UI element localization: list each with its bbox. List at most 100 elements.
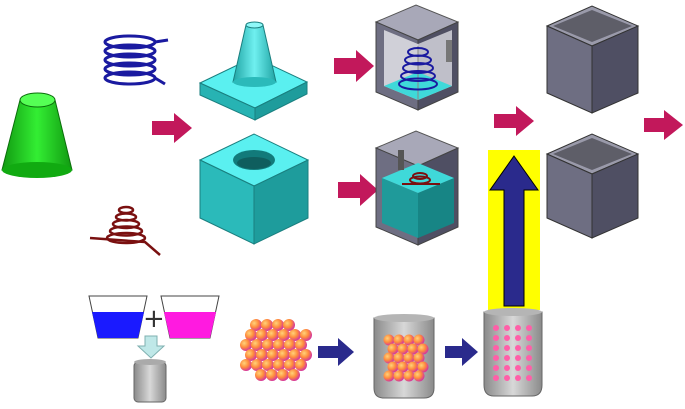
sphere: [240, 339, 252, 351]
small-canister-icon: [133, 359, 167, 403]
sphere: [387, 343, 399, 355]
dot: [504, 345, 510, 351]
gray-cube-container-bottom-icon: [545, 133, 640, 239]
red-arrow-1: [152, 113, 192, 143]
dot: [504, 355, 510, 361]
sphere: [403, 352, 415, 364]
dot: [504, 325, 510, 331]
blue-arrow-2: [445, 338, 478, 366]
sphere: [255, 369, 267, 381]
sphere: [300, 329, 312, 341]
sphere: [256, 349, 268, 361]
sphere: [295, 339, 307, 351]
sphere: [407, 343, 419, 355]
dot: [504, 365, 510, 371]
canister-with-dots-icon: [483, 308, 543, 397]
sphere: [413, 370, 425, 382]
yellow-highlighted-up-arrow-icon: [488, 150, 540, 310]
dot: [493, 325, 499, 331]
dot: [493, 365, 499, 371]
red-arrow-5: [644, 110, 683, 140]
blue-arrow-1: [318, 338, 354, 366]
sphere: [397, 361, 409, 373]
sphere: [278, 349, 290, 361]
sphere: [273, 359, 285, 371]
dot: [504, 335, 510, 341]
dot: [504, 375, 510, 381]
red-arrow-4: [494, 106, 534, 136]
sphere: [289, 329, 301, 341]
blue-beaker-icon: [88, 295, 148, 339]
sphere: [403, 334, 415, 346]
sphere: [407, 361, 419, 373]
sphere: [278, 329, 290, 341]
red-coil-icon: [89, 205, 161, 256]
pink-sphere-cluster-icon: [240, 319, 312, 381]
sphere: [383, 352, 395, 364]
dot: [526, 375, 532, 381]
sphere: [417, 361, 429, 373]
dot: [515, 325, 521, 331]
dot: [526, 355, 532, 361]
canister-with-spheres-icon: [373, 314, 435, 399]
red-arrow-3: [338, 174, 378, 206]
box-with-coil-icon: [374, 4, 460, 111]
sphere: [262, 339, 274, 351]
gray-cube-container-top-icon: [545, 5, 640, 114]
sphere: [262, 359, 274, 371]
magenta-beaker-icon: [160, 295, 220, 339]
cyan-cube-mold-icon: [198, 133, 310, 245]
dot: [515, 365, 521, 371]
sphere: [267, 349, 279, 361]
sphere: [272, 319, 284, 331]
sphere: [387, 361, 399, 373]
sphere: [393, 334, 405, 346]
dot: [526, 365, 532, 371]
dot: [515, 335, 521, 341]
dot: [515, 355, 521, 361]
cyan-cone-mold-icon: [198, 21, 309, 121]
dot: [515, 375, 521, 381]
dot: [515, 345, 521, 351]
dot: [526, 335, 532, 341]
blue-coil-icon: [103, 34, 169, 86]
pale-down-arrow: [136, 335, 166, 359]
sphere: [289, 349, 301, 361]
dot: [493, 345, 499, 351]
sphere: [251, 359, 263, 371]
green-frustum-icon: [1, 92, 73, 178]
sphere: [266, 369, 278, 381]
plus-sign: +: [143, 304, 165, 334]
sphere: [417, 343, 429, 355]
sphere: [245, 349, 257, 361]
sphere: [393, 370, 405, 382]
sphere: [288, 369, 300, 381]
sphere: [383, 370, 395, 382]
sphere: [413, 334, 425, 346]
sphere: [273, 339, 285, 351]
sphere: [256, 329, 268, 341]
sphere: [397, 343, 409, 355]
sphere: [295, 359, 307, 371]
sphere: [251, 339, 263, 351]
sphere: [283, 319, 295, 331]
sphere: [261, 319, 273, 331]
dot: [526, 325, 532, 331]
sphere: [393, 352, 405, 364]
sphere: [245, 329, 257, 341]
sphere: [403, 370, 415, 382]
sphere: [277, 369, 289, 381]
sphere: [284, 359, 296, 371]
sphere: [240, 359, 252, 371]
sphere: [250, 319, 262, 331]
box-with-red-coil-icon: [374, 130, 460, 246]
sphere: [383, 334, 395, 346]
sphere: [413, 352, 425, 364]
dot: [526, 345, 532, 351]
sphere: [267, 329, 279, 341]
dot: [493, 355, 499, 361]
dot: [493, 335, 499, 341]
sphere: [284, 339, 296, 351]
red-arrow-2: [334, 50, 374, 82]
